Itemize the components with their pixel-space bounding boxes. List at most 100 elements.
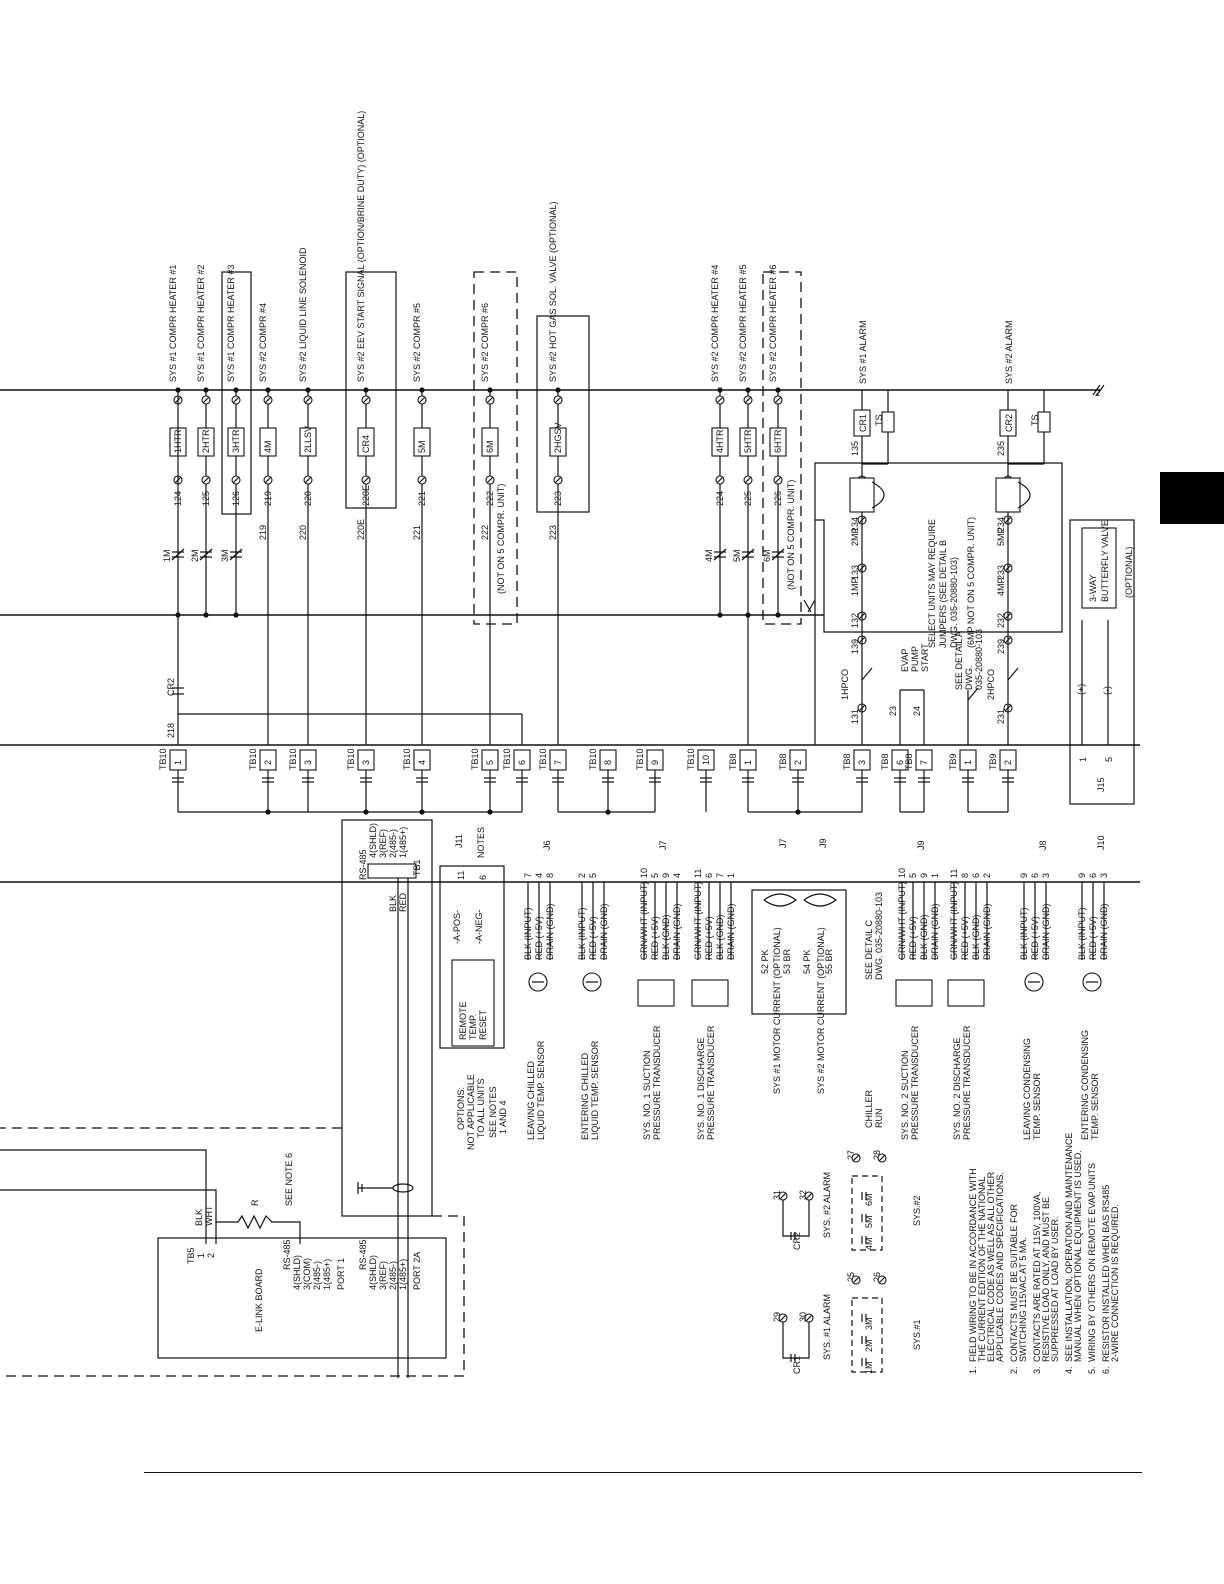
tb-num-6: 6 (517, 760, 527, 765)
tb-num-0: 1 (173, 760, 183, 765)
sensor-pin-5-3: 2 (982, 873, 992, 878)
alarm1-ts: TS (874, 414, 884, 426)
remote-opt5: 1 AND 4 (498, 1100, 508, 1134)
motor-label-1: SYS #1 MOTOR CURRENT (OPTIONAL) (772, 927, 782, 1094)
tb-name-9: TB10 (635, 748, 645, 770)
tb-name-16: TB9 (948, 753, 958, 770)
jumper-note-2: JUMPERS (SEE DETAIL B (938, 540, 948, 648)
contact-label-1: 2M (190, 549, 200, 562)
component-11 (769, 427, 787, 457)
sensor-pin-7-2: 3 (1099, 873, 1109, 878)
sensor-wire-label-2-1: RED (+5V) (650, 916, 660, 960)
load-label-4: SYS #2 LIQUID LINE SOLENOID (298, 247, 308, 382)
contact-label-11: 6M (762, 549, 772, 562)
sensor-pin-0-2: 8 (545, 873, 555, 878)
run-t2-0-slash (879, 1277, 885, 1283)
note-line-1-1: SWITCHING 115VAC AT 5 MA. (1018, 1237, 1028, 1362)
tb-name-6: TB10 (502, 748, 512, 770)
rung-bottom-terminal-5-slash (363, 477, 369, 483)
sensor-wire-label-1-2: DRAIN (GND) (599, 904, 609, 961)
butterfly-plus: (+) (1076, 684, 1086, 695)
evap-w1: 23 (888, 706, 898, 716)
sensor-pin-3-3: 1 (726, 873, 736, 878)
wire-2-label: 2 (1095, 388, 1100, 398)
sensor-pin-0-1: 4 (534, 873, 544, 878)
note-line-5-1: 2-WIRE CONNECTION IS REQUIRED. (1110, 1204, 1120, 1362)
note-line-0-1: THE CURRENT EDITION OF THE NATIONAL (977, 1176, 987, 1362)
sensor-label-7-0: ENTERING CONDENSING (1080, 1030, 1090, 1140)
evap-w2: 24 (912, 706, 922, 716)
j11-p2: 6 (478, 875, 488, 880)
jumper-mp-0-1: 1MP (850, 577, 860, 596)
rung-top-terminal-5-slash (363, 397, 369, 403)
rs485-connector: RS-485 4(SHLD) 3(REF) 2(485-) 1(485+) TB… (341, 819, 433, 1378)
contact-nc-9 (713, 548, 727, 561)
tb-num-9: 9 (650, 760, 660, 765)
butterfly-label-2: BUTTERFLY VALVE (1100, 520, 1110, 602)
rs485-l1: 4(SHLD) (368, 823, 378, 858)
tb-num-2: 3 (303, 760, 313, 765)
detail-a-2: DWG. (964, 666, 974, 691)
contact-label-9: 4M (704, 549, 714, 562)
sys1-alarm-label: SYS. #1 ALARM (822, 1294, 832, 1360)
elink-tb5-1: 1 (196, 1253, 206, 1258)
contact-nc-1 (199, 548, 213, 561)
s2-c2: 5M (864, 1215, 874, 1228)
sensor-pin-5-1: 8 (960, 873, 970, 878)
butterfly-minus: (-) (1102, 686, 1112, 695)
component-8 (549, 427, 567, 457)
contact-label-10: 5M (732, 549, 742, 562)
rung-top-terminal-7-slash (487, 397, 493, 403)
sensor-wire-label-5-1: RED (+5V) (960, 916, 970, 960)
tb-name-10: TB10 (686, 748, 696, 770)
wire-number-4: 220 (303, 491, 313, 506)
alarm2-wire: 235 (996, 441, 1006, 456)
sensor-wire-label-2-0: GRN/WHT (INPUT) (639, 882, 649, 960)
sensor-pin-4-0: 10 (897, 868, 907, 878)
port2-l4: 1(485+) (398, 1259, 408, 1290)
safety-rungs: CR1 CR2 TS TS 135 235 SYS #1 ALARM SYS #… (803, 320, 1051, 745)
motor-j2: J9 (818, 838, 828, 848)
load-label-6: SYS #2 COMPR #5 (412, 303, 422, 382)
rung-top-terminal-3-slash (265, 397, 271, 403)
sensor-wire-label-3-2: BLK (GND) (715, 914, 725, 960)
elink-board: E-LINK BOARD TB5 1 2 BLK WHT R SEE NOTE … (0, 1127, 465, 1377)
note-num-1: 2. (1009, 1366, 1019, 1374)
sensor-wire-label-4-0: GRN/WHT (INPUT) (897, 882, 907, 960)
optional-boxes (221, 271, 802, 625)
jumper-mp-0-3: 2MP (850, 527, 860, 546)
run-t1-1-slash (853, 1155, 859, 1161)
tb-name-7: TB10 (538, 748, 548, 770)
sensor-wire-label-5-3: DRAIN (GND) (982, 904, 992, 961)
sensor-wire-label-7-2: DRAIN (GND) (1099, 904, 1109, 961)
hpco2-w1: 231 (996, 709, 1006, 724)
detail-a-1: SEE DETAIL A (954, 631, 964, 690)
detail-c-1: SEE DETAIL C (864, 919, 874, 980)
sensor-pin-6-2: 3 (1041, 873, 1051, 878)
sys1-alarm-cr: CR1 (792, 1356, 802, 1374)
evap-label-1: EVAP (900, 649, 910, 672)
motor-w1: 52 PK (760, 949, 770, 974)
contact-nc-2 (229, 548, 243, 561)
sensor-j-4: J9 (916, 840, 926, 850)
tb-num-13: 3 (857, 760, 867, 765)
rung-bus2-node-11 (775, 612, 781, 618)
sensor-wire-label-6-2: DRAIN (GND) (1041, 904, 1051, 961)
component-9 (711, 427, 729, 457)
elink-title: E-LINK BOARD (254, 1268, 264, 1332)
load-label-5: SYS #2 EEV START SIGNAL (OPTION/BRINE DU… (356, 111, 366, 382)
rs485-l3: 2(485-) (388, 829, 398, 858)
alarm1-wire: 135 (850, 441, 860, 456)
sensor-label-5-0: SYS. NO. 2 DISCHARGE (952, 1037, 962, 1140)
hpco2-w2: 239 (996, 639, 1006, 654)
run-t1: 27 (846, 1150, 856, 1160)
run-label-2: RUN (874, 1109, 884, 1129)
cr2-rung: CR2 218 (166, 390, 749, 745)
run-t1-0-slash (853, 1277, 859, 1283)
section-tab (1160, 472, 1224, 524)
wire-number-10: 225 (743, 491, 753, 506)
sensor-pin-5-0: 11 (949, 869, 959, 878)
contact-label-0: 1M (162, 549, 172, 562)
sensor-label-0-0: LEAVING CHILLED (526, 1061, 536, 1140)
jumper-wire-0-2: 133 (850, 565, 860, 580)
